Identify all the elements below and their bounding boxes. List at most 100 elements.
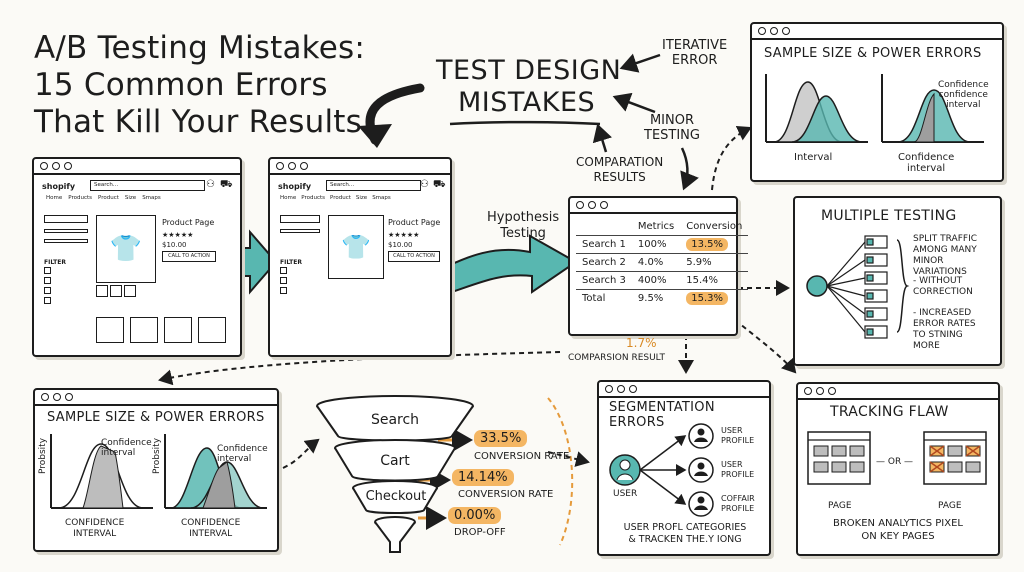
conversion-funnel	[316, 395, 474, 553]
panel-title: SAMPLE SIZE & POWER ERRORS	[47, 410, 265, 425]
product-title: Product Page	[162, 218, 215, 227]
store-nav: Home Products Product Size Smaps	[280, 195, 391, 201]
test-design-heading: TEST DESIGN MISTAKES	[436, 55, 621, 119]
sidebar-line	[44, 229, 88, 233]
power-chart-left	[50, 434, 153, 509]
filter-checkbox[interactable]	[280, 267, 287, 274]
product-tile[interactable]	[198, 317, 226, 343]
user-icon[interactable]: ⚇	[420, 179, 429, 190]
title-line-3: That Kill Your Results	[34, 104, 362, 140]
user-icon[interactable]: ⚇	[206, 179, 215, 190]
panel-title: TRACKING FLAW	[830, 404, 949, 420]
segmentation-caption: USER PROFL CATEGORIES& TRACKEN THE.Y ION…	[623, 522, 747, 545]
nav-smaps[interactable]: Smaps	[372, 195, 391, 201]
store-nav: Home Products Product Size Smaps	[46, 195, 161, 201]
page-label-left: PAGE	[828, 501, 852, 511]
filter-checkbox[interactable]	[280, 287, 287, 294]
split-traffic-diagram	[806, 235, 910, 339]
title-line-1: A/B Testing Mistakes:	[34, 30, 365, 66]
distribution-chart-left	[765, 74, 868, 143]
product-tile[interactable]	[96, 317, 124, 343]
filter-checkbox[interactable]	[280, 277, 287, 284]
user-label: USER	[613, 489, 638, 499]
nav-size[interactable]: Size	[124, 195, 137, 201]
filter-checkbox[interactable]	[44, 267, 51, 274]
col-header-conversion: Conversion	[680, 218, 749, 236]
metrics-table: Metrics Conversion Search 1 100% 13.5% S…	[576, 218, 749, 308]
nav-products[interactable]: Products	[68, 195, 92, 201]
cta-button[interactable]: CALL TO ACTION	[162, 251, 216, 262]
store-window-a: shopify Search... ⚇ ⛟ Home Products Prod…	[32, 157, 242, 357]
thumb[interactable]	[96, 285, 108, 297]
product-tile[interactable]	[164, 317, 192, 343]
store-search-input[interactable]: Search...	[326, 180, 421, 191]
thumb[interactable]	[110, 285, 122, 297]
power-chart-right	[164, 434, 267, 509]
tshirt-image: 👕	[328, 215, 384, 279]
col-header-metrics: Metrics	[631, 218, 681, 236]
chart-label-interval: Interval	[794, 152, 833, 163]
sidebar-bar	[280, 215, 320, 223]
title-line-2: 15 Common Errors	[34, 67, 328, 103]
nav-smaps[interactable]: Smaps	[142, 195, 161, 201]
nav-home[interactable]: Home	[46, 195, 63, 201]
sidebar-line	[44, 239, 88, 243]
store-window-b: shopify Search... ⚇ ⛟ Home Products Prod…	[268, 157, 452, 357]
product-price: $10.00	[388, 241, 413, 249]
tracking-pages	[807, 431, 987, 485]
thumb[interactable]	[124, 285, 136, 297]
nav-product[interactable]: Product	[330, 195, 351, 201]
filter-checkbox[interactable]	[44, 287, 51, 294]
metrics-window: Metrics Conversion Search 1 100% 13.5% S…	[568, 196, 749, 336]
nav-size[interactable]: Size	[355, 195, 368, 201]
store-brand: shopify	[42, 182, 76, 191]
filter-checkbox[interactable]	[44, 297, 51, 304]
conversion-badge-2: 14.14%	[452, 469, 514, 486]
or-label: — OR —	[876, 457, 914, 467]
distribution-chart-right	[881, 74, 984, 143]
nav-product[interactable]: Product	[98, 195, 119, 201]
table-row-total: Total 9.5% 15.3%	[576, 290, 748, 308]
funnel-stage-checkout: Checkout	[365, 489, 427, 504]
cart-icon[interactable]: ⛟	[433, 179, 446, 190]
dropoff-badge: 0.00%	[448, 507, 502, 524]
filter-checkbox[interactable]	[44, 277, 51, 284]
segmentation-diagram	[609, 423, 714, 517]
cta-button[interactable]: CALL TO ACTION	[388, 251, 440, 262]
table-row: Search 2 4.0% 5.9%	[576, 253, 749, 272]
comparison-label: COMPARSION RESULT	[568, 353, 665, 363]
conversion-badge-1: 33.5%	[474, 430, 528, 447]
funnel-stage-search: Search	[370, 412, 420, 428]
table-row: Search 3 400% 15.4%	[576, 271, 749, 290]
sample-size-window-top: SAMPLE SIZE & POWER ERRORS Interval Conf…	[750, 22, 1004, 182]
nav-home[interactable]: Home	[280, 195, 297, 201]
star-rating: ★★★★★	[162, 231, 194, 239]
funnel-stage-cart: Cart	[380, 453, 410, 469]
product-price: $10.00	[162, 241, 187, 249]
cart-icon[interactable]: ⛟	[220, 179, 233, 190]
product-tile[interactable]	[130, 317, 158, 343]
panel-title: SAMPLE SIZE & POWER ERRORS	[764, 46, 982, 61]
store-search-input[interactable]: Search...	[90, 180, 205, 191]
nav-products[interactable]: Products	[301, 195, 325, 201]
star-rating: ★★★★★	[388, 231, 420, 239]
dropoff-label: DROP-OFF	[454, 527, 506, 538]
tracking-window: TRACKING FLAW — OR — PAGE P	[796, 382, 1000, 556]
page-label-right: PAGE	[938, 501, 962, 511]
